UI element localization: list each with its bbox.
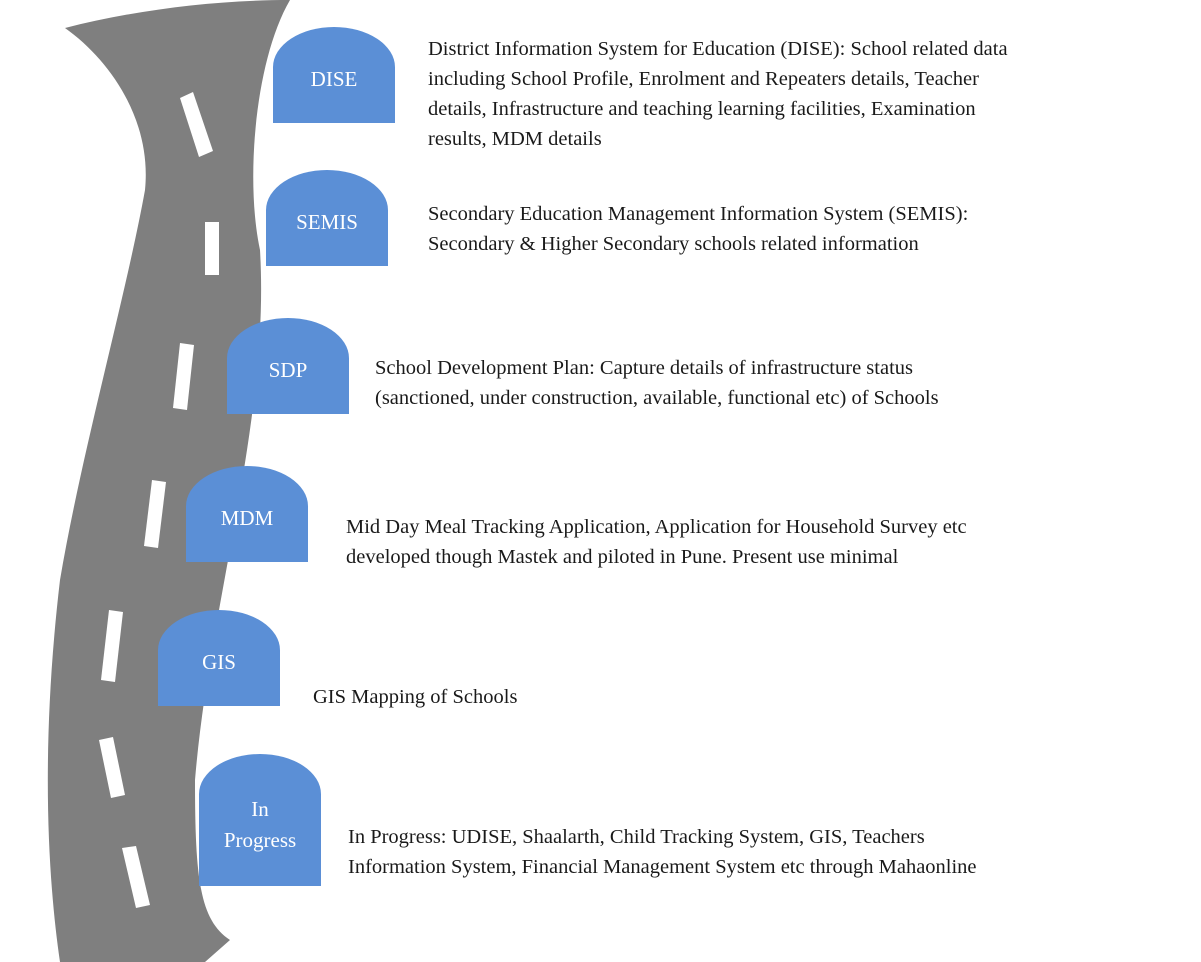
lane-dash [144,480,166,548]
road [47,0,291,962]
lane-dash [122,846,150,908]
stage-badge-gis: GIS [158,610,280,706]
stage-description-dise: District Information System for Educatio… [428,38,1008,150]
stage-badge-in-progress: In Progress [199,754,321,886]
stage-badge-mdm: MDM [186,466,308,562]
stage-description-semis: Secondary Education Management Informati… [428,203,969,255]
lane-dash [99,737,125,798]
stage-badge-semis: SEMIS [266,170,388,266]
lane-dash [205,222,219,275]
lane-dash [101,610,123,682]
lane-dash [173,343,194,410]
stage-description-sdp: School Development Plan: Capture details… [375,357,939,409]
stage-description-mdm: Mid Day Meal Tracking Application, Appli… [346,516,967,568]
stage-description-gis: GIS Mapping of Schools [313,686,518,708]
lane-dash [180,92,213,157]
lane-dashes [99,92,219,908]
stage-badge-dise: DISE [273,27,395,123]
stage-description-in-progress: In Progress: UDISE, Shaalarth, Child Tra… [348,826,977,878]
stage-badge-sdp: SDP [227,318,349,414]
